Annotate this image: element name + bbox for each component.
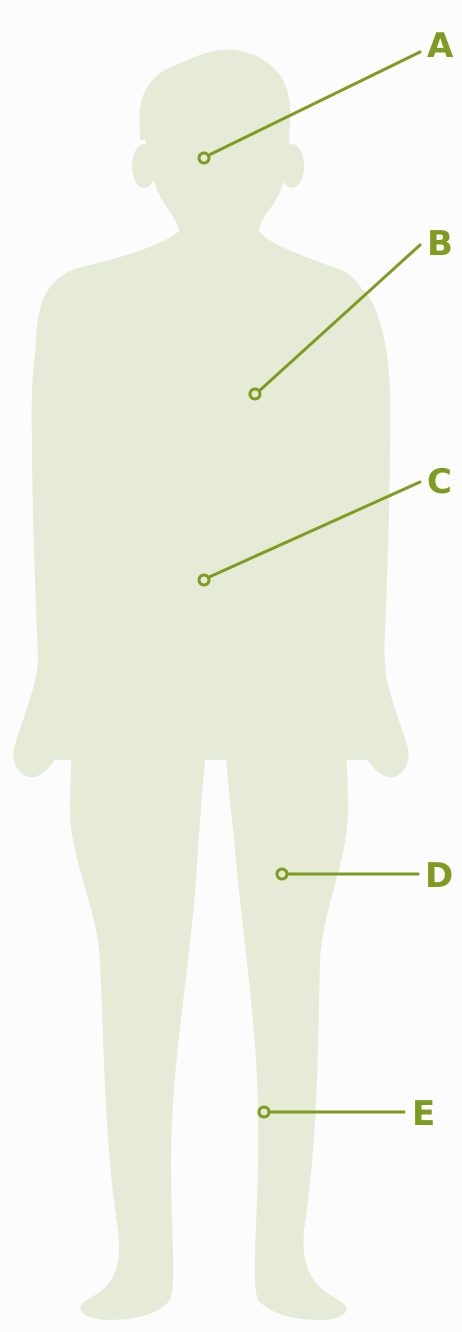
left-ear <box>132 144 156 188</box>
callout-marker-a <box>199 153 209 163</box>
callout-marker-b <box>250 389 260 399</box>
head-face <box>146 120 290 238</box>
callout-label-b: B <box>427 224 453 264</box>
callout-label-c: C <box>427 462 452 502</box>
callout-label-a: A <box>427 26 454 66</box>
callout-marker-d <box>277 869 287 879</box>
callout-label-e: E <box>412 1094 435 1134</box>
human-body-silhouette-icon <box>13 50 408 1320</box>
right-ear <box>280 144 304 188</box>
callout-marker-e <box>259 1107 269 1117</box>
legs <box>70 560 348 1320</box>
callout-marker-c <box>199 575 209 585</box>
callout-label-d: D <box>425 856 453 896</box>
